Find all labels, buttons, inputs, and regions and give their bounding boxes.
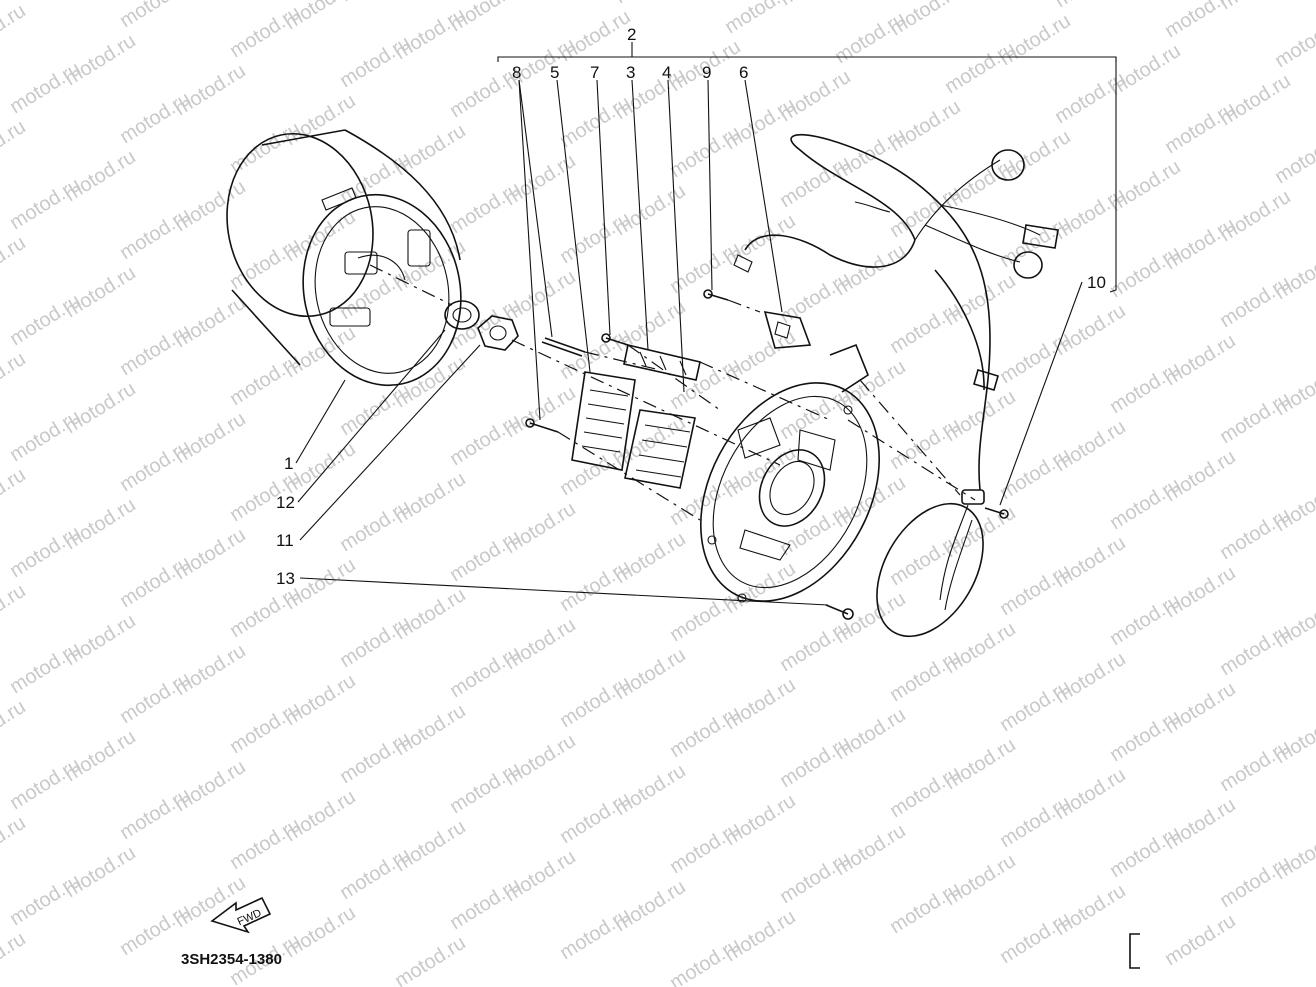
watermark-text: motod.ru	[1161, 0, 1240, 42]
callout-12: 12	[276, 493, 295, 512]
diagram-code: 3SH2354-1380	[181, 951, 282, 968]
watermark-text: motod.ru	[1161, 910, 1240, 970]
callout-13: 13	[276, 569, 295, 588]
screw-9	[703, 289, 729, 301]
watermark-text: motod.ru	[0, 812, 30, 872]
screw-8-long	[541, 337, 586, 357]
callout-6: 6	[739, 63, 748, 82]
watermark-text: motod.ru	[0, 928, 30, 987]
fwd-label: FWD	[236, 907, 264, 928]
watermark-text: motod.ru	[0, 348, 30, 408]
callout-7: 7	[590, 63, 599, 82]
screw-8-short	[525, 418, 559, 433]
screw-10	[984, 507, 1009, 519]
rotor-nut	[477, 315, 519, 351]
callout-10: 10	[1087, 273, 1106, 292]
watermark-text: motod.ru	[0, 696, 30, 756]
callout-9: 9	[702, 63, 711, 82]
watermark-text: motod.ru	[0, 116, 30, 176]
wire-harness	[733, 134, 1059, 491]
screw-13	[825, 604, 854, 620]
leader-lines	[295, 42, 1117, 606]
watermark-text: motod.ru	[171, 0, 250, 4]
watermark-text: motod.ru	[0, 464, 30, 524]
callout-11: 11	[276, 531, 294, 550]
watermark-text: motod.ru	[0, 232, 30, 292]
callout-8: 8	[512, 63, 521, 82]
flywheel-rotor	[226, 129, 462, 387]
rotor-collar	[444, 300, 480, 330]
watermark-text: motod.ru	[391, 932, 470, 987]
callout-5: 5	[550, 63, 559, 82]
callout-1: 1	[284, 454, 293, 473]
callout-2: 2	[627, 25, 636, 44]
pickup-coil-assembly	[571, 344, 701, 489]
watermark-text: motod.ru	[1271, 12, 1316, 72]
callout-4: 4	[662, 63, 671, 82]
watermark-text: motod.ru	[0, 0, 30, 60]
watermark-text: motod.ru	[1271, 128, 1316, 188]
assembly-lines	[369, 264, 976, 521]
lighting-coil-loop	[876, 489, 985, 638]
screw-7	[601, 333, 629, 346]
watermark-text: motod.ru	[0, 580, 30, 640]
callout-3: 3	[626, 63, 635, 82]
corner-mark	[1129, 933, 1140, 969]
watermark-text: motod.ru	[116, 0, 195, 32]
watermark-text: motod.ru	[336, 0, 415, 6]
stator-base-plate	[700, 343, 880, 603]
